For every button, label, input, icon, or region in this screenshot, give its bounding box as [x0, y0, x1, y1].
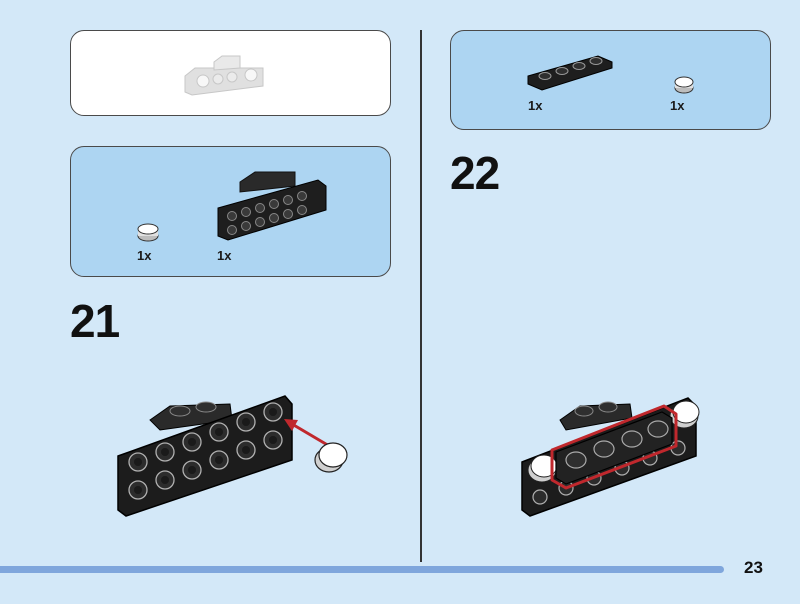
column-divider	[420, 30, 422, 562]
step22-part2-qty: 1x	[670, 98, 685, 113]
step22-parts-box	[450, 30, 771, 130]
footer-bar	[0, 566, 724, 573]
step22-number: 22	[450, 147, 500, 199]
step22-part1-qty: 1x	[528, 98, 543, 113]
step21-part1-qty: 1x	[137, 248, 152, 263]
step21-part2-qty: 1x	[217, 248, 232, 263]
step21-number: 21	[70, 295, 120, 347]
page-number: 23	[744, 558, 763, 577]
